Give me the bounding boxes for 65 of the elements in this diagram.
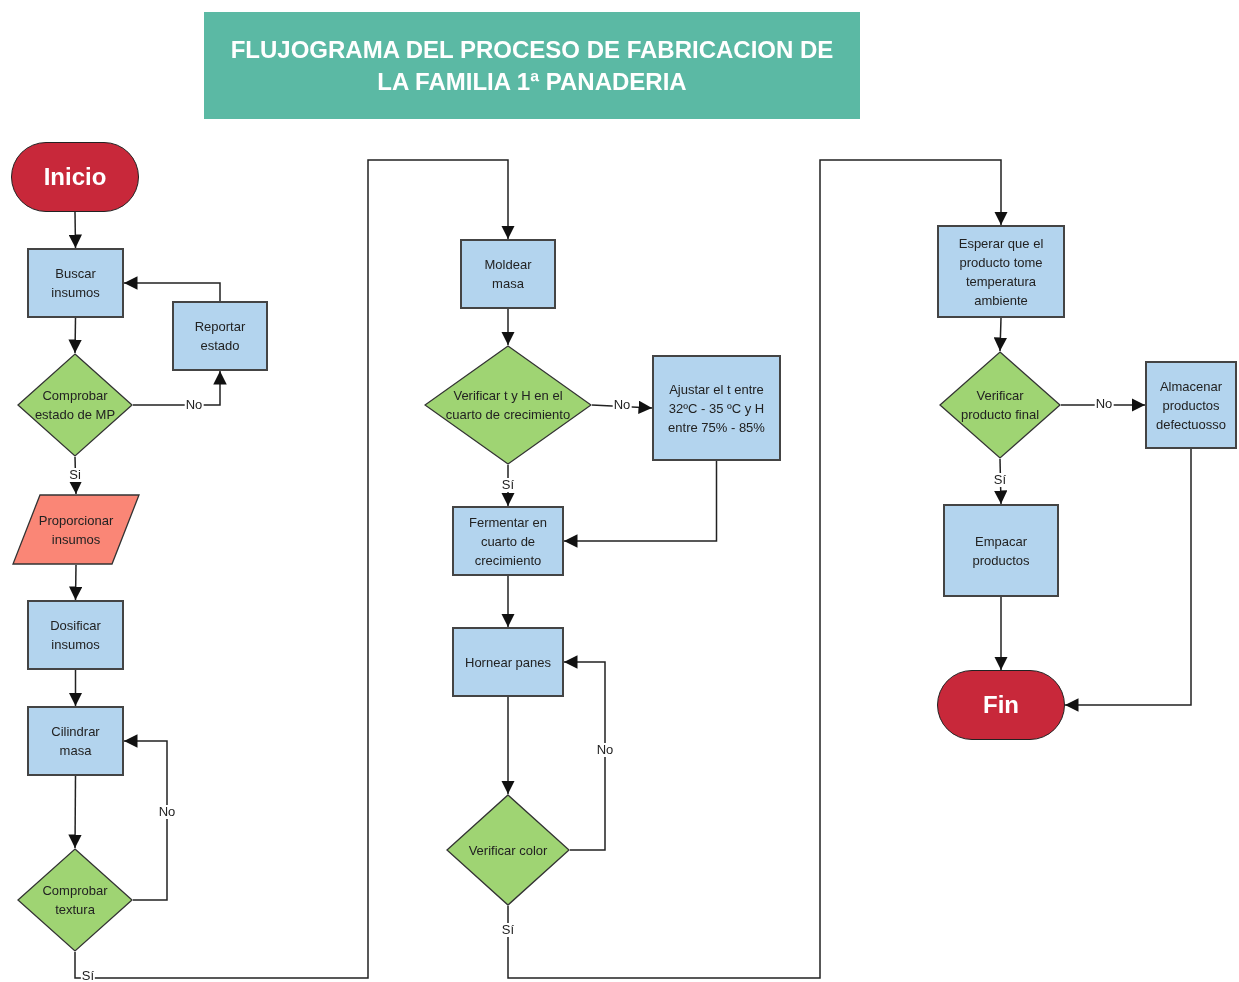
arrow xyxy=(993,317,1008,352)
decision-diamond xyxy=(17,848,133,952)
diagram-title: FLUJOGRAMA DEL PROCESO DE FABRICACION DE LA FAMILIA 1ª PANADERIA xyxy=(229,34,835,97)
edge-label: Sí xyxy=(500,923,516,937)
edge-label: Si xyxy=(68,468,82,482)
edge-label: Sí xyxy=(500,478,516,492)
process-box xyxy=(937,225,1065,318)
decision-diamond xyxy=(17,353,133,457)
arrow xyxy=(507,159,1008,979)
arrow xyxy=(501,575,515,628)
step-text: Buscar insumos xyxy=(50,265,101,302)
process-box xyxy=(452,506,564,576)
edge-label: No xyxy=(595,743,615,757)
arrow xyxy=(563,655,606,851)
step-text: Hornear panes xyxy=(464,653,552,672)
edge-label: No xyxy=(612,398,632,412)
step-text: Comprobar textura xyxy=(41,882,109,919)
step-text: Empacar productos xyxy=(971,532,1031,570)
arrow xyxy=(68,211,83,249)
step-text: Esperar que el producto tome temperatura ambiente xyxy=(957,234,1045,310)
step-text: Comprobar estado de MP xyxy=(33,387,117,424)
edge-label: No xyxy=(157,805,177,819)
arrow xyxy=(68,317,82,354)
edge-label: Sí xyxy=(80,969,96,982)
data-parallelogram xyxy=(12,494,140,565)
process-box xyxy=(172,301,268,371)
arrow xyxy=(68,564,83,601)
arrow xyxy=(501,308,515,346)
arrow xyxy=(132,370,227,406)
arrow xyxy=(68,669,83,707)
arrow xyxy=(994,596,1008,671)
step-text: Dosificar insumos xyxy=(49,617,102,654)
arrow xyxy=(1064,448,1192,712)
step-text: Moldear masa xyxy=(483,256,533,293)
decision-diamond xyxy=(446,794,570,906)
arrow xyxy=(74,159,515,979)
step-text: Verificar producto final xyxy=(959,387,1041,424)
process-box xyxy=(27,600,124,670)
step-text: Ajustar el t entre 32ºC - 35 ºC y H entre 75% - 85% xyxy=(667,380,766,437)
step-text: Cilindrar masa xyxy=(50,723,101,760)
process-box xyxy=(27,248,124,318)
decision-diamond xyxy=(939,351,1061,459)
step-text: Proporcionar insumos xyxy=(37,511,115,549)
edge-label: No xyxy=(1094,397,1114,411)
step-text: Almacenar productos defectuosso xyxy=(1154,377,1228,434)
decision-diamond xyxy=(424,345,592,465)
process-box xyxy=(943,504,1059,597)
arrow xyxy=(501,696,515,795)
process-box xyxy=(652,355,781,461)
process-box xyxy=(452,627,564,697)
arrow xyxy=(68,775,82,849)
process-box xyxy=(1145,361,1237,449)
process-box xyxy=(27,706,124,776)
terminal-label: Fin xyxy=(982,691,1020,719)
edge-label: Sí xyxy=(992,473,1008,487)
step-text: Verificar color xyxy=(467,841,549,860)
edge-label: No xyxy=(184,398,204,412)
terminal-label: Inicio xyxy=(42,163,108,191)
step-text: Reportar estado xyxy=(193,318,247,355)
arrow xyxy=(563,460,718,548)
arrow xyxy=(123,734,168,901)
step-text: Verificar t y H en el cuarto de crecimiento xyxy=(444,387,572,424)
step-text: Fermentar en cuarto de crecimiento xyxy=(467,513,548,570)
arrow xyxy=(123,276,221,302)
process-box xyxy=(460,239,556,309)
